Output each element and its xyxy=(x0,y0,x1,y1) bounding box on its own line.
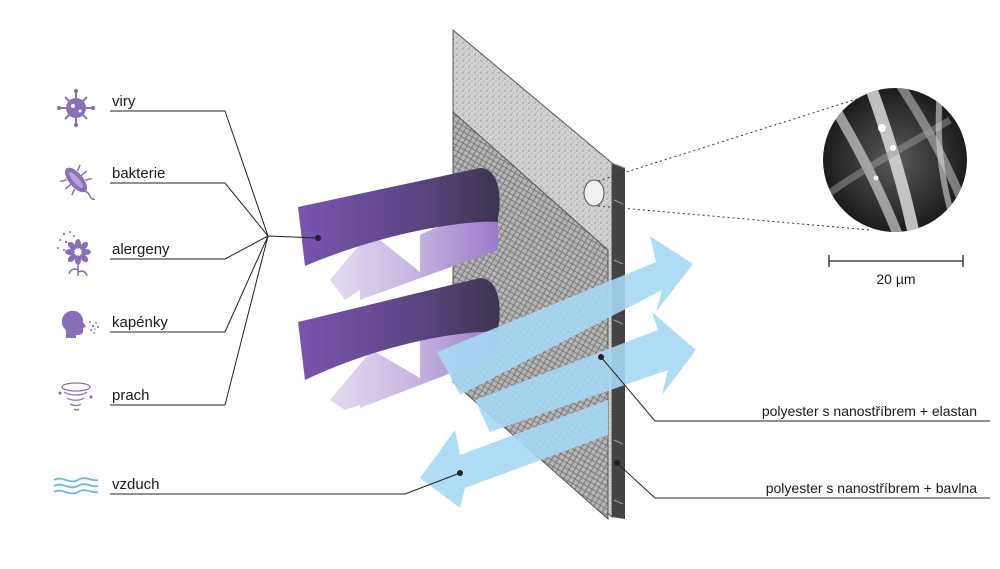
air-arrow-upper xyxy=(437,236,693,395)
virus-icon xyxy=(57,89,95,127)
scale-label: 20 µm xyxy=(876,271,915,287)
blocked-particles-arrows xyxy=(298,168,500,410)
blocked-arrow-lower-return xyxy=(330,315,498,410)
threat-label-dust: prach xyxy=(112,387,150,404)
threat-label-allergens: alergeny xyxy=(112,241,170,258)
sneeze-head-icon xyxy=(61,310,99,338)
blocked-arrow-upper-return xyxy=(330,210,498,300)
air-arrow-lower xyxy=(420,400,608,508)
air-flow-arrows xyxy=(420,236,696,508)
air-arrow-middle xyxy=(475,312,696,432)
pollen-flower-icon xyxy=(57,231,91,277)
layer-label-outer: polyester s nanostříbrem + bavlna xyxy=(766,480,977,496)
dust-swirl-icon xyxy=(58,382,93,411)
zoom-spot xyxy=(583,179,605,207)
threat-label-viruses: viry xyxy=(112,93,136,110)
air-waves-icon xyxy=(53,477,99,495)
blocked-arrow-upper-incoming xyxy=(298,168,500,266)
air-label: vzduch xyxy=(112,476,160,493)
bacteria-icon xyxy=(60,164,95,201)
leader-lines xyxy=(110,110,990,499)
threat-label-droplets: kapénky xyxy=(112,314,168,331)
threat-label-bacteria: bakterie xyxy=(112,165,165,182)
blocked-arrow-lower-incoming xyxy=(298,278,500,380)
layer-label-inner: polyester s nanostříbrem + elastan xyxy=(762,403,977,419)
fabric-edge xyxy=(612,163,625,519)
microscope-inset: 20 µm xyxy=(597,88,967,287)
